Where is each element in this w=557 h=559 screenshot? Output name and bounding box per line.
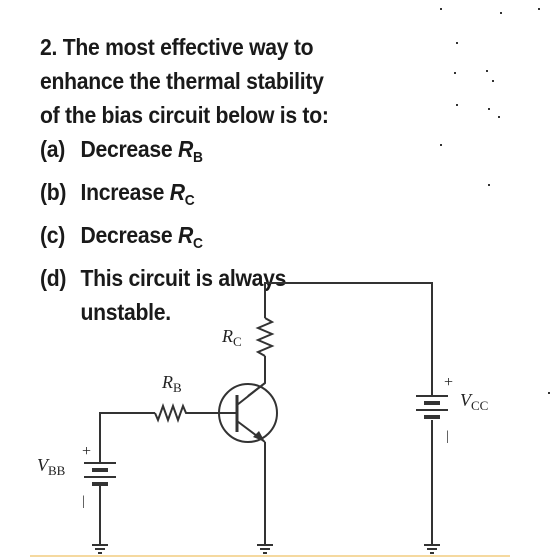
vbb-label: VBB xyxy=(37,455,66,478)
question-line-3: of the bias circuit below is to: xyxy=(40,102,329,128)
option-c-var: R xyxy=(178,222,194,248)
option-d-text: This circuit is always xyxy=(80,265,287,291)
transistor-collector-lead xyxy=(236,382,266,406)
speck xyxy=(456,104,458,106)
option-c[interactable]: (c) Decrease RC xyxy=(40,218,329,261)
vcc-minus-sign: | xyxy=(446,429,449,444)
option-a[interactable]: (a) Decrease RB xyxy=(40,132,329,175)
circuit-wires xyxy=(99,282,433,545)
vcc-plus-sign: + xyxy=(444,374,453,391)
rb-label: RB xyxy=(161,372,182,395)
option-c-sub: C xyxy=(193,235,203,252)
speck xyxy=(486,70,488,72)
speck xyxy=(488,184,490,186)
speck xyxy=(538,8,540,10)
speck xyxy=(492,80,494,82)
option-b-label: (b) xyxy=(40,179,67,205)
option-a-text: Decrease xyxy=(80,136,178,162)
speck xyxy=(500,12,502,14)
vbb-minus-sign: | xyxy=(82,494,85,509)
option-b-text: Increase xyxy=(80,179,170,205)
option-c-text: Decrease xyxy=(80,222,178,248)
option-b-sub: C xyxy=(184,192,195,209)
option-a-var: R xyxy=(178,136,194,162)
question-line-1: 2. The most effective way to xyxy=(40,34,314,60)
question-line-2: enhance the thermal stability xyxy=(40,68,324,94)
vcc-label: VCC xyxy=(460,390,488,413)
speck xyxy=(454,72,456,74)
option-d-continuation: unstable. xyxy=(80,299,171,325)
speck xyxy=(456,42,458,44)
rc-label: RC xyxy=(221,326,242,349)
speck xyxy=(440,144,442,146)
option-c-label: (c) xyxy=(40,222,66,248)
option-d-label: (d) xyxy=(40,265,67,291)
wire-left xyxy=(99,412,155,462)
speck xyxy=(488,108,490,110)
speck xyxy=(440,8,442,10)
option-a-sub: B xyxy=(193,149,203,166)
emitter-arrow-icon xyxy=(253,431,265,442)
wire-top xyxy=(264,282,433,395)
ground-emitter-icon xyxy=(257,544,273,554)
option-d[interactable]: (d) This circuit is always xyxy=(40,261,329,295)
vcc-battery-icon xyxy=(416,395,448,419)
speck xyxy=(498,116,500,118)
vbb-battery-icon xyxy=(84,462,116,486)
ground-vcc-icon xyxy=(424,544,440,554)
ground-vbb-icon xyxy=(92,544,108,554)
ground-icons xyxy=(92,544,440,554)
vbb-plus-sign: + xyxy=(82,443,91,460)
option-a-label: (a) xyxy=(40,136,66,162)
option-b[interactable]: (b) Increase RC xyxy=(40,175,329,218)
option-b-var: R xyxy=(169,179,185,205)
rc-resistor xyxy=(255,317,275,357)
question-text: 2. The most effective way to enhance the… xyxy=(40,30,329,329)
speck xyxy=(548,392,550,394)
rb-resistor xyxy=(154,403,219,423)
